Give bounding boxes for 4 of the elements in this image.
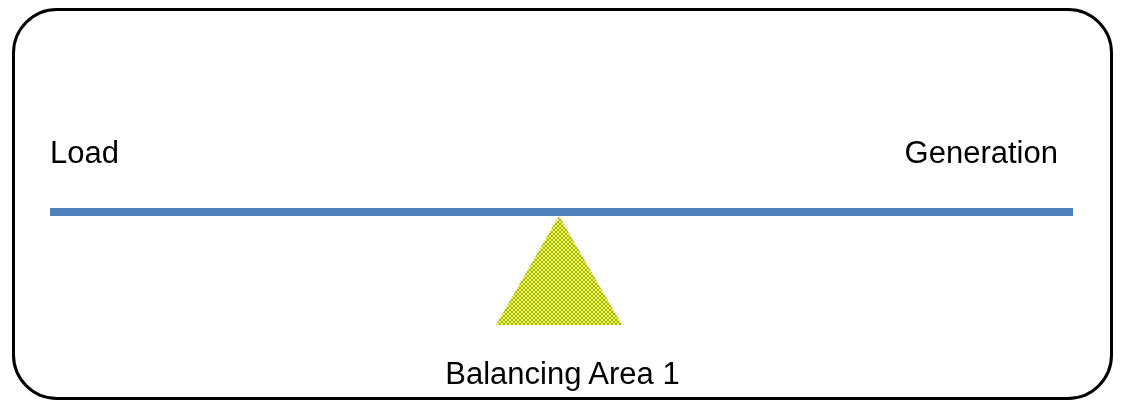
left-side-label: Load (50, 137, 119, 168)
area-frame (12, 8, 1113, 400)
area-title: Balancing Area 1 (445, 358, 680, 389)
right-side-label: Generation (904, 137, 1058, 168)
